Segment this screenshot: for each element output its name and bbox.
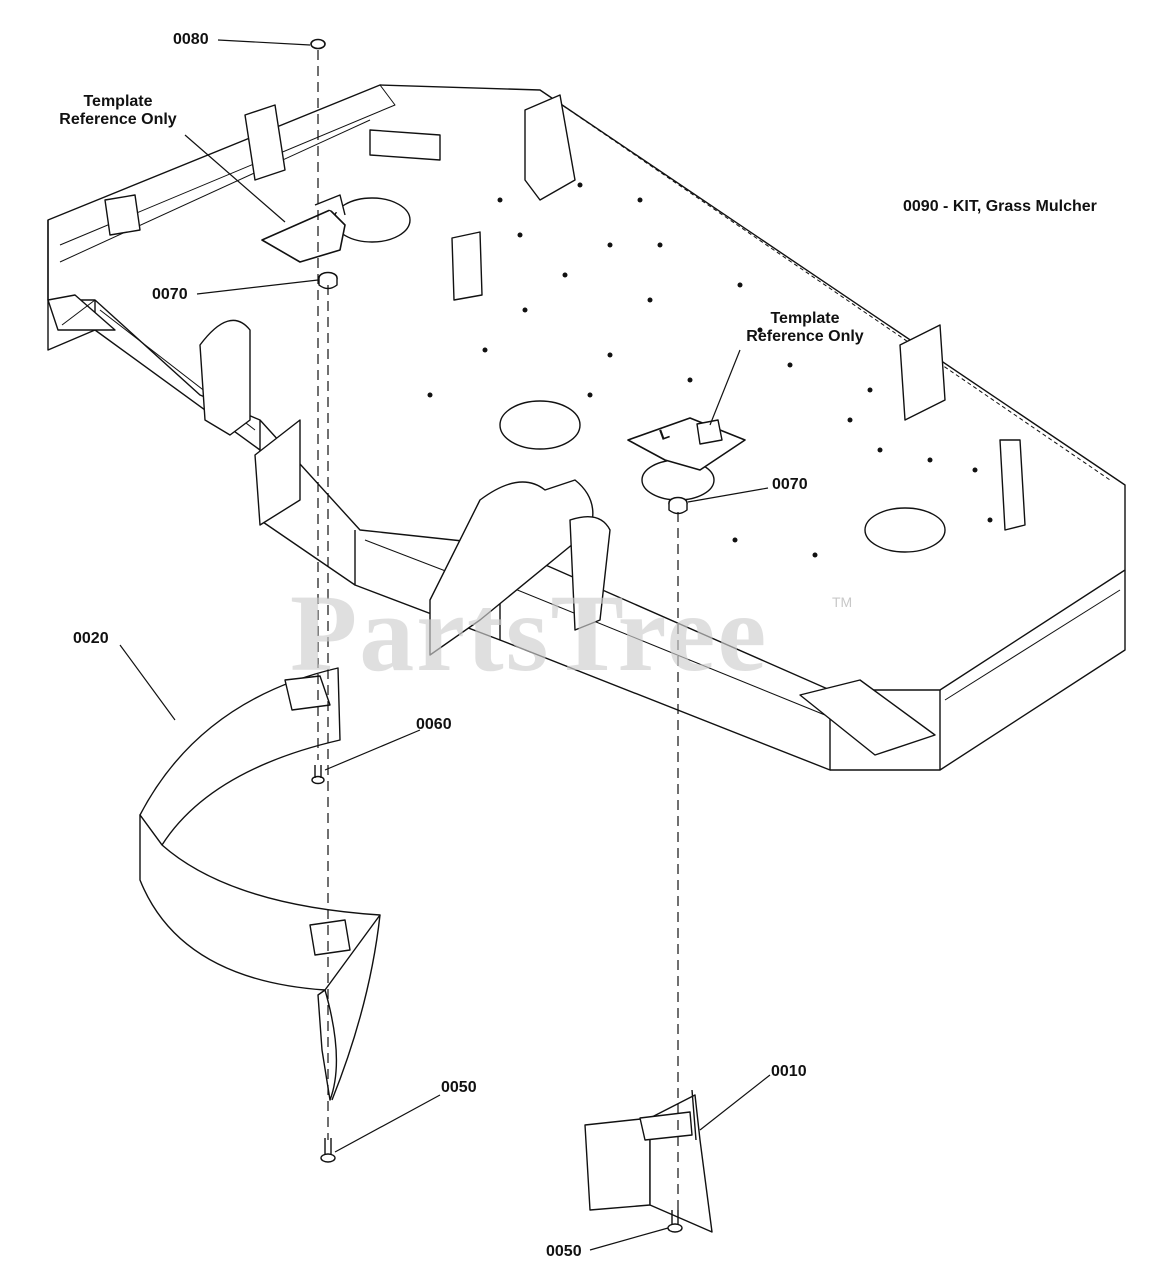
watermark-logo: PartsTree bbox=[290, 572, 769, 694]
template-left-label: Template Reference Only bbox=[48, 93, 188, 130]
baffle-0010 bbox=[584, 1089, 713, 1233]
template-right-line1: Template bbox=[770, 310, 840, 327]
callout-0070-left: 0070 bbox=[152, 286, 188, 303]
deck-holes bbox=[427, 182, 993, 558]
kit-title: 0090 - KIT, Grass Mulcher bbox=[903, 198, 1097, 215]
template-left bbox=[261, 194, 346, 263]
callout-0050-mid: 0050 bbox=[441, 1079, 477, 1096]
template-right-label: Template Reference Only bbox=[735, 310, 875, 347]
mulching-baffle-0020 bbox=[139, 667, 381, 1101]
callout-0060: 0060 bbox=[416, 716, 452, 733]
template-left-line1: Template bbox=[83, 93, 153, 110]
template-right-line2: Reference Only bbox=[746, 328, 864, 346]
watermark-trademark: TM bbox=[832, 594, 853, 610]
template-left-line2: Reference Only bbox=[59, 111, 177, 129]
assembly-lines bbox=[317, 50, 679, 1210]
callout-0070-right: 0070 bbox=[772, 476, 808, 493]
callout-0050-bottom: 0050 bbox=[546, 1243, 582, 1260]
callout-0010: 0010 bbox=[771, 1063, 807, 1080]
callout-0080: 0080 bbox=[173, 31, 209, 48]
callout-0020: 0020 bbox=[73, 630, 109, 647]
leader-lines bbox=[119, 39, 771, 1251]
